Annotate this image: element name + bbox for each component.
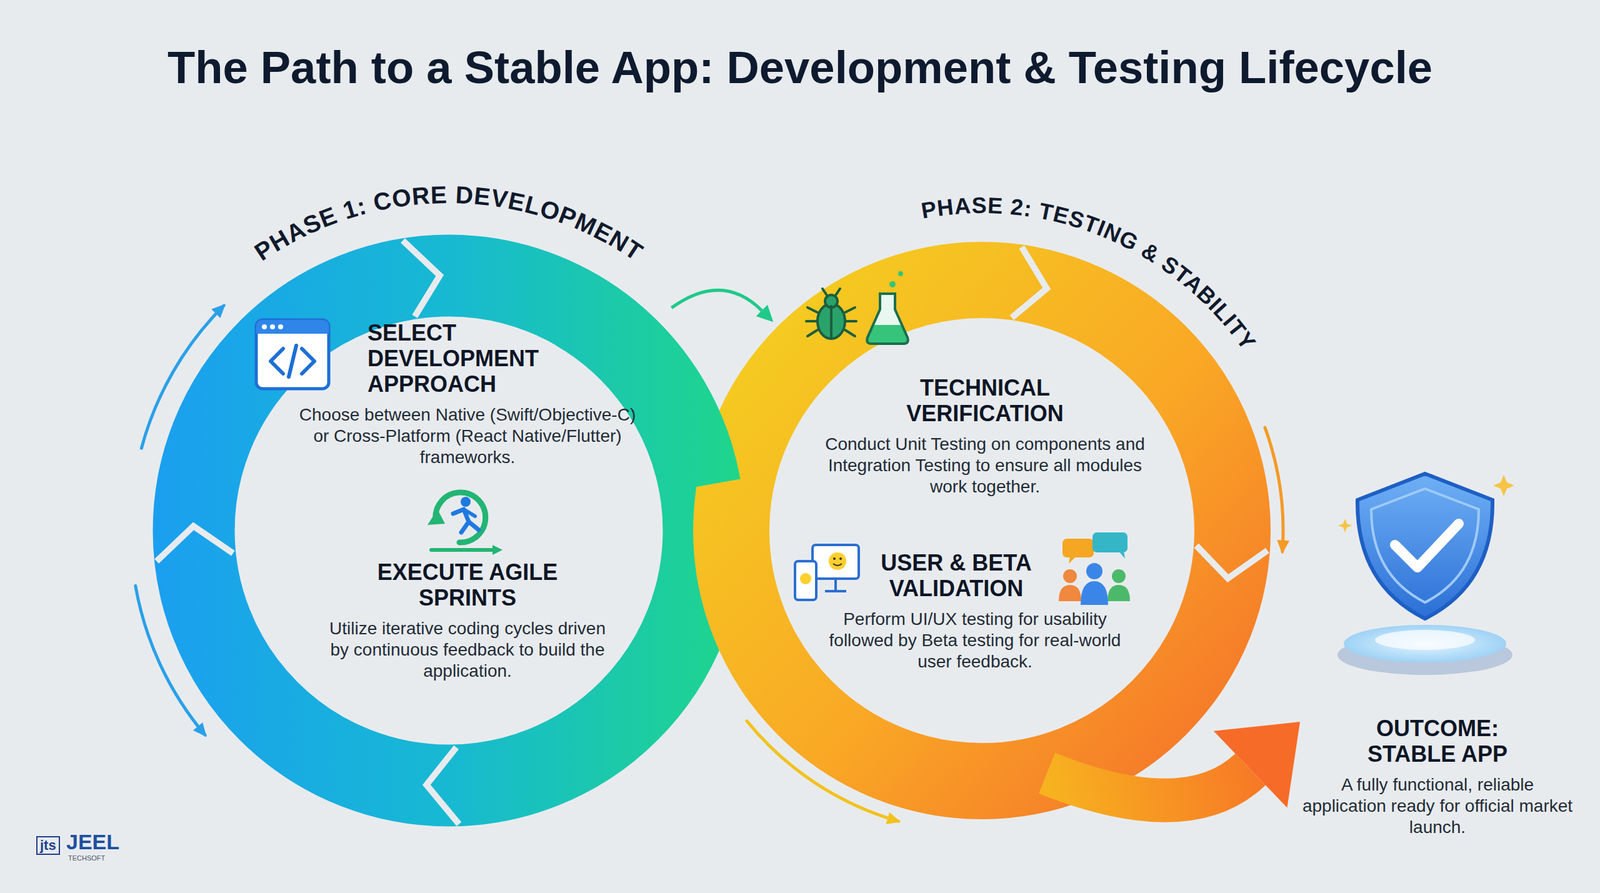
- flow-arc: [135, 585, 205, 735]
- flow-arc: [141, 305, 224, 449]
- step-heading: EXECUTE AGILE SPRINTS: [373, 559, 562, 611]
- ring-chevron: [402, 240, 440, 317]
- phase-ring: [731, 280, 1233, 782]
- process-step: SELECT DEVELOPMENT APPROACH Choose betwee…: [298, 320, 637, 469]
- step-description: Utilize iterative coding cycles driven b…: [323, 618, 612, 682]
- flow-line: [1046, 769, 1251, 801]
- flow-arc: [1265, 427, 1284, 552]
- arrow-head: [1213, 721, 1300, 808]
- phase-heading: PHASE 1: CORE DEVELOPMENT: [250, 181, 649, 266]
- phase-heading-path: PHASE 1: CORE DEVELOPMENT: [250, 181, 649, 266]
- flow-arc-head: [1276, 540, 1290, 555]
- decoration: [135, 240, 1290, 825]
- step-heading: SELECT DEVELOPMENT APPROACH: [367, 320, 555, 397]
- phase-ring: [193, 275, 704, 786]
- flow-arc: [746, 721, 899, 822]
- arrow-head: [756, 305, 774, 323]
- people-icon: [1058, 532, 1130, 605]
- flow-arc-head: [193, 722, 207, 737]
- bug-icon: [806, 288, 857, 339]
- logo-mark: jts: [36, 836, 60, 855]
- flow-line: [671, 290, 762, 311]
- step-heading: USER & BETA VALIDATION: [862, 550, 1050, 602]
- flow-arc-head: [211, 303, 226, 319]
- devices-icon: [795, 545, 859, 600]
- step-description: Perform UI/UX testing for usability foll…: [818, 608, 1132, 673]
- agile-icon: [427, 492, 503, 555]
- flask-icon: [866, 271, 909, 344]
- shield-icon: [1337, 473, 1515, 675]
- step-description: Choose between Native (Swift/Objective-C…: [298, 404, 637, 469]
- flow-arc-head: [886, 812, 902, 825]
- step-description: Conduct Unit Testing on components and I…: [816, 433, 1154, 498]
- process-step: EXECUTE AGILE SPRINTS Utilize iterative c…: [323, 559, 612, 682]
- step-heading: OUTCOME: STABLE APP: [1343, 715, 1532, 767]
- ring-weave: [576, 310, 700, 487]
- code-icon: [256, 320, 329, 389]
- ring-chevron: [1011, 246, 1047, 318]
- phase-ring: PHASE 1: CORE DEVELOPMENTSELECT DEVELOPM…: [152, 234, 745, 827]
- ring-chevron: [156, 526, 234, 562]
- phase-ring: PHASE 2: TESTING & STABILITYTECHNICAL VE…: [693, 241, 1271, 820]
- step-description: A fully functional, reliable application…: [1300, 774, 1575, 839]
- logo-name: JEEL: [66, 830, 120, 855]
- flow-arrow: [1046, 721, 1300, 808]
- phase-heading-path: PHASE 2: TESTING & STABILITY: [919, 192, 1262, 355]
- title: The Path to a Stable App: Development & …: [0, 41, 1600, 94]
- ring-chevron: [1196, 545, 1268, 579]
- ring-chevron: [426, 747, 459, 825]
- phase-heading-layer: PHASE 2: TESTING & STABILITY: [693, 241, 1271, 820]
- phase-heading: PHASE 2: TESTING & STABILITY: [919, 192, 1262, 355]
- logo-subtitle: TECHSOFT: [68, 854, 105, 862]
- step-heading: TECHNICAL VERIFICATION: [872, 375, 1098, 427]
- process-step: USER & BETA VALIDATION Perform UI/UX test…: [818, 550, 1132, 673]
- flow-arrow: [671, 290, 774, 322]
- process-step: OUTCOME: STABLE APP A fully functional, r…: [1300, 715, 1575, 839]
- process-step: TECHNICAL VERIFICATION Conduct Unit Testi…: [816, 375, 1154, 498]
- heading-arc: [738, 213, 1300, 559]
